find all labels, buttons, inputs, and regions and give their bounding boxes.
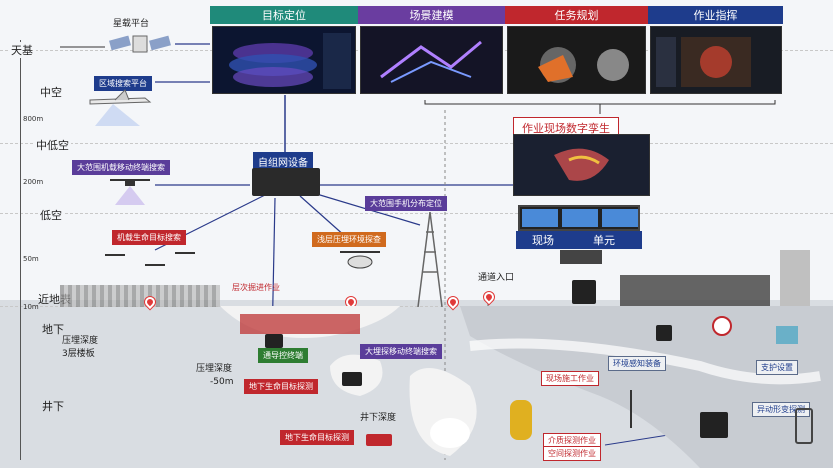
well-depth-label: 井下深度: [360, 413, 397, 423]
floors-label: 3层楼板: [62, 349, 95, 359]
divider-dikong: [0, 213, 833, 214]
unit-left-label: 现场: [532, 234, 554, 247]
rubble-pile: [60, 285, 220, 307]
uav-wide-icon: [110, 179, 150, 205]
helicopter-icon: [340, 251, 380, 269]
altitude-200: 200m: [23, 178, 44, 186]
satellite-icon: [109, 35, 171, 53]
level-zhongkong: 中空: [40, 86, 62, 99]
site-work-label: 现场施工作业: [541, 371, 599, 386]
regional-aircraft-icon: [89, 89, 152, 126]
comm-terminal-device: [265, 334, 283, 348]
factory-buildings: [620, 275, 770, 307]
satellite-label: 星载平台: [113, 19, 150, 29]
regional-platform-label: 区域搜索平台: [94, 76, 152, 91]
level-zhongdikong: 中低空: [34, 137, 71, 153]
field-unit-bar: [516, 231, 642, 249]
rescuer-figure: [430, 418, 470, 448]
level-tianji: 天基: [8, 42, 36, 58]
burial-depth-label: 压埋深度: [62, 336, 99, 346]
tab-operation-command[interactable]: 作业指挥: [648, 6, 783, 24]
env-sensing-label: 环境感知装备: [608, 356, 666, 371]
screen-scene-modeling: [360, 26, 503, 94]
level-dixia: 地下: [42, 323, 64, 336]
no-entry-icon: [712, 316, 732, 336]
signal-tower-icon: [417, 212, 443, 307]
tab-task-planning[interactable]: 任务规划: [505, 6, 648, 24]
uav-life-icons: [105, 252, 195, 266]
screen-target-location: [212, 26, 356, 94]
burial-depth-label-2: 压埋深度: [196, 364, 233, 374]
burial-depth-value: -50m: [210, 377, 234, 387]
divider-jindibiao: [0, 306, 833, 307]
handheld-wide-label: 大范围手机分布定位: [365, 196, 447, 211]
tripod-sensor: [630, 390, 632, 428]
screen-task-planning: [507, 26, 646, 94]
altitude-50: 50m: [23, 255, 39, 263]
deform-sensor: [795, 408, 813, 444]
support-label: 支护设置: [756, 360, 798, 375]
life-detect-label-1: 地下生命目标探测: [244, 379, 318, 394]
adhoc-network-label: 自组网设备: [253, 152, 313, 171]
altitude-800: 800m: [23, 115, 44, 123]
digital-twin-title: 作业现场数字孪生: [513, 117, 619, 139]
field-unit-monitors: [518, 205, 640, 231]
entrance-relay-box: [572, 280, 596, 304]
detector-device-1: [342, 372, 362, 386]
large-mobile-label: 大埋探移动终端搜索: [360, 344, 442, 359]
divider-zhongdikong: [0, 143, 833, 144]
tab-target-location[interactable]: 目标定位: [210, 6, 358, 24]
shallow-env-label: 浅层压埋环境探查: [312, 232, 386, 247]
rescuer-yellow: [510, 400, 532, 440]
space-detect-label: 空间探测作业: [543, 446, 601, 461]
detector-robot: [366, 434, 392, 446]
comm-terminal-label: 通导控终端: [258, 348, 308, 363]
screen-operation-command: [650, 26, 782, 94]
altitude-10: 10m: [23, 303, 39, 311]
underground-cavities: [220, 306, 833, 468]
uav-wide-search-label: 大范围机载移动终端搜索: [72, 160, 170, 175]
unit-right-label: 单元: [593, 234, 615, 247]
chimney-tower: [780, 250, 810, 306]
sensor-node-1: [656, 325, 672, 341]
altitude-axis: [20, 40, 21, 460]
layer-dig-label: 层次掘进作业: [232, 283, 280, 292]
adhoc-network-device: [252, 168, 320, 196]
uav-life-search-label: 机载生命目标搜索: [112, 230, 186, 245]
digital-twin-screen: [513, 134, 650, 196]
level-jingxia: 井下: [42, 400, 64, 413]
sensor-node-2: [700, 412, 728, 438]
support-device: [776, 326, 798, 344]
laptop-keyboard: [560, 250, 602, 264]
entrance-label: 通道入口: [478, 273, 515, 283]
tab-scene-modeling[interactable]: 场景建模: [358, 6, 505, 24]
life-detect-label-2: 地下生命目标探测: [280, 430, 354, 445]
level-dikong: 低空: [38, 207, 64, 223]
